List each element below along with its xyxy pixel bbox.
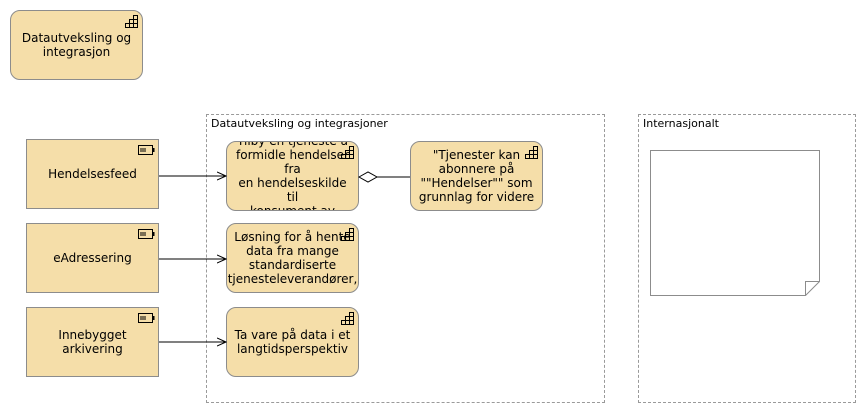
group-label: Datautveksling og integrasjoner: [211, 117, 388, 130]
capability-icon: [125, 15, 138, 28]
component-icon: [138, 313, 155, 323]
capability-icon: [525, 146, 538, 159]
component-label: Innebygget arkivering: [58, 328, 127, 356]
component-eadressering[interactable]: eAdressering: [26, 223, 159, 293]
component-label: Hendelsesfeed: [48, 167, 137, 181]
capability-icon: [341, 228, 354, 241]
component-label: eAdressering: [53, 251, 132, 265]
group-label: Internasjonalt: [643, 117, 719, 130]
component-icon: [138, 145, 155, 155]
capability-hente-data[interactable]: Løsning for å hente data fra mange stand…: [226, 223, 359, 293]
capability-datautveksling[interactable]: Datautveksling og integrasjon: [10, 10, 143, 80]
capability-label: Løsning for å hente data fra mange stand…: [227, 230, 358, 286]
component-innebygget-arkivering[interactable]: Innebygget arkivering: [26, 307, 159, 377]
capability-icon: [341, 146, 354, 159]
component-hendelsesfeed[interactable]: Hendelsesfeed: [26, 139, 159, 209]
capability-abonnere-hendelser[interactable]: "Tjenester kan abonnere på ""Hendelser""…: [410, 141, 543, 211]
group-internasjonalt[interactable]: Internasjonalt: [638, 114, 856, 403]
capability-label: Tilby en tjeneste å formidle hendelser f…: [236, 141, 349, 211]
capability-label: Ta vare på data i et langtidsperspektiv: [234, 328, 351, 356]
capability-formidle-hendelser[interactable]: Tilby en tjeneste å formidle hendelser f…: [226, 141, 359, 211]
capability-label: Datautveksling og integrasjon: [21, 31, 132, 59]
capability-icon: [341, 312, 354, 325]
capability-label: "Tjenester kan abonnere på ""Hendelser""…: [418, 148, 535, 204]
capability-langtidsperspektiv[interactable]: Ta vare på data i et langtidsperspektiv: [226, 307, 359, 377]
note-element[interactable]: [650, 150, 820, 296]
component-icon: [138, 229, 155, 239]
